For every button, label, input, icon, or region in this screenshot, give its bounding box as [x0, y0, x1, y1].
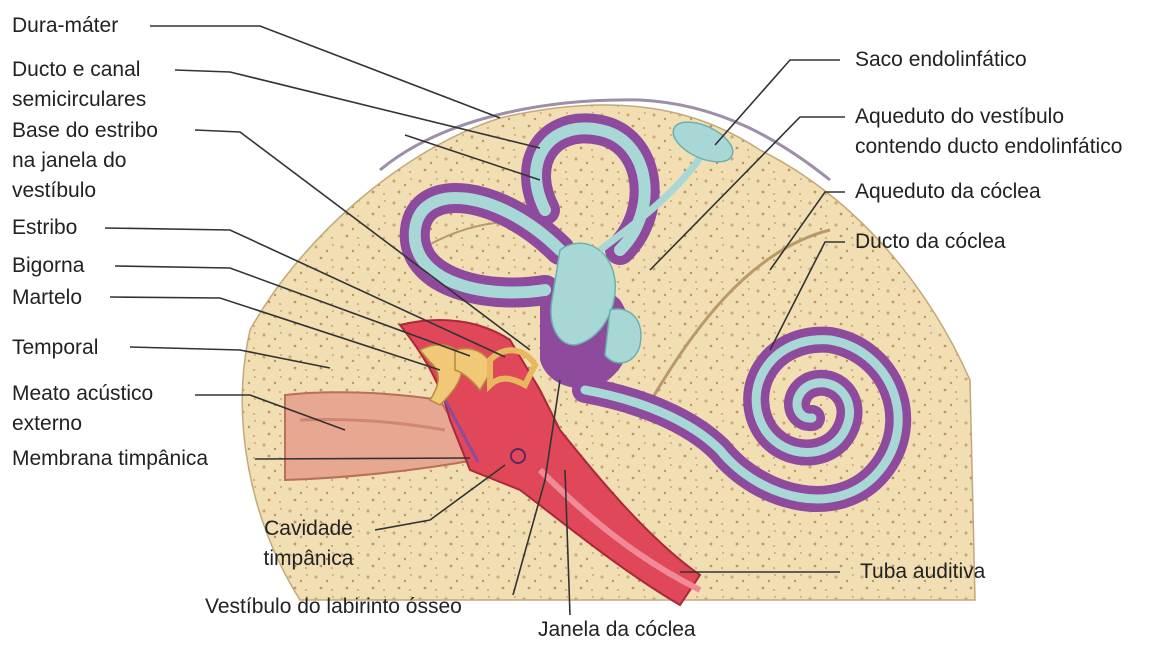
label-aqueduto-coclea: Aqueduto da cóclea	[855, 178, 1041, 205]
label-base-estribo-line2: na janela do	[12, 147, 126, 174]
label-meato-line2: externo	[12, 410, 82, 437]
label-ducto-coclea: Ducto da cóclea	[855, 228, 1006, 255]
label-temporal: Temporal	[12, 334, 98, 361]
label-aqueduto-vestibulo-line2: contendo ducto endolinfático	[855, 133, 1122, 160]
leader-membrana	[255, 458, 470, 459]
label-cavidade-line2: timpânica	[246, 545, 371, 572]
label-bigorna: Bigorna	[12, 252, 84, 279]
label-saco-endolinfatico: Saco endolinfático	[855, 46, 1027, 73]
label-vestibulo-labirinto: Vestíbulo do labirinto ósseo	[205, 593, 462, 620]
leader-saco	[715, 60, 840, 145]
leader-dura-mater	[150, 26, 500, 118]
label-cavidade-line1: Cavidade	[246, 515, 371, 542]
label-dura-mater: Dura-máter	[12, 12, 118, 39]
label-base-estribo-line1: Base do estribo	[12, 117, 158, 144]
label-tuba-auditiva: Tuba auditiva	[860, 558, 985, 585]
label-aqueduto-vestibulo-line1: Aqueduto do vestíbulo	[855, 103, 1064, 130]
label-martelo: Martelo	[12, 284, 82, 311]
label-meato-line1: Meato acústico	[12, 380, 153, 407]
label-ducto-canal-line2: semicirculares	[12, 86, 146, 113]
label-ducto-canal-line1: Ducto e canal	[12, 56, 140, 83]
label-janela-coclea: Janela da cóclea	[538, 616, 696, 643]
label-membrana-timpanica: Membrana timpânica	[12, 445, 208, 472]
label-base-estribo-line3: vestíbulo	[12, 177, 96, 204]
label-estribo: Estribo	[12, 214, 77, 241]
saccule	[605, 309, 641, 363]
